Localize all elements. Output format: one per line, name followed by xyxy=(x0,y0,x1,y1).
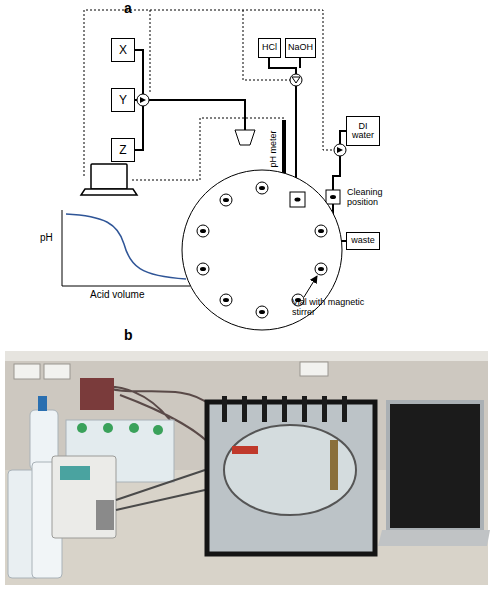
box-label: waste xyxy=(351,236,375,245)
control-wire xyxy=(243,10,290,80)
pump-symbol xyxy=(137,94,149,106)
box-label: X xyxy=(119,44,127,57)
box-label: DI water xyxy=(347,122,379,141)
vial xyxy=(220,294,232,306)
pump-symbol xyxy=(337,147,343,153)
tubing xyxy=(135,50,143,94)
panel-letter: a xyxy=(124,1,144,16)
valve-symbol xyxy=(290,74,302,86)
laptop-screen xyxy=(388,402,482,530)
tubing xyxy=(299,58,301,68)
box-label: Y xyxy=(119,94,127,107)
reagent-box: waste xyxy=(346,232,380,250)
annotation-label: pH meter xyxy=(269,124,279,174)
cable-bundle xyxy=(80,378,114,410)
reagent-box: NaOH xyxy=(285,38,316,58)
vial xyxy=(256,182,268,194)
stirrer-bar xyxy=(318,267,324,271)
reagent-box: DI water xyxy=(346,116,380,146)
pump-part xyxy=(232,446,258,454)
reagent-box: Y xyxy=(111,88,135,112)
setup-photograph xyxy=(5,351,490,585)
plot-axes xyxy=(62,210,190,286)
control-wire xyxy=(150,10,151,93)
laptop-base xyxy=(378,530,490,546)
post xyxy=(262,396,267,422)
panel-letter: b xyxy=(124,328,144,343)
pump-display xyxy=(60,466,90,480)
box-label: NaOH xyxy=(288,43,313,52)
carousel-plate xyxy=(224,425,356,515)
tubing xyxy=(269,58,296,74)
wall-socket xyxy=(44,364,70,379)
laptop-icon xyxy=(81,189,137,195)
tubing xyxy=(116,470,205,510)
wall-socket xyxy=(300,362,328,376)
vial xyxy=(220,194,232,206)
bottle-cap xyxy=(38,396,47,411)
bottle-cap xyxy=(103,423,113,433)
stirrer-bar xyxy=(259,310,265,314)
post xyxy=(282,396,287,422)
bottle-cap xyxy=(129,423,139,433)
vial-posts xyxy=(222,396,347,422)
titration-curve xyxy=(66,214,186,279)
bottle-cap xyxy=(153,425,163,435)
stirrer-bar xyxy=(318,229,324,233)
bottle-cap xyxy=(77,423,87,433)
stirrer-bar xyxy=(223,298,229,302)
box-label: HCl xyxy=(262,43,277,52)
peristaltic-pump xyxy=(52,456,116,538)
stirrer-bar xyxy=(295,198,301,202)
vial xyxy=(197,263,209,275)
reagent-box: Z xyxy=(111,138,135,162)
vial xyxy=(197,225,209,237)
tubing xyxy=(149,100,245,130)
vial xyxy=(256,306,268,318)
tubing xyxy=(135,106,143,150)
photo-wall xyxy=(5,351,488,585)
reagent-box: HCl xyxy=(258,38,281,58)
cleaning-station xyxy=(326,190,340,204)
stirrer-bar xyxy=(330,195,336,199)
stirrer-bar xyxy=(200,267,206,271)
post xyxy=(242,396,247,422)
photo-shelf xyxy=(5,351,488,361)
post xyxy=(302,396,307,422)
reagent-tubing xyxy=(135,50,245,150)
laptop-icon xyxy=(91,164,127,189)
stirrer-bar xyxy=(223,198,229,202)
funnel-symbol xyxy=(235,130,255,145)
pump-symbol xyxy=(140,97,146,103)
vial xyxy=(315,263,327,275)
annotation-label: Cleaning position xyxy=(347,188,392,208)
reagent-box: X xyxy=(111,38,135,62)
pump-head xyxy=(96,500,114,530)
leader-arrow xyxy=(304,276,317,297)
autosampler-frame xyxy=(207,402,375,554)
ph-electrode xyxy=(330,440,338,490)
active-vial xyxy=(290,192,305,207)
box-label: Z xyxy=(119,144,126,157)
annotation-label: Vial with magnetic stirrer xyxy=(292,298,366,318)
stirrer-bar xyxy=(200,229,206,233)
valve-symbol xyxy=(292,77,300,83)
tubing xyxy=(333,156,340,190)
stirrer-bar xyxy=(259,186,265,190)
wall-socket xyxy=(14,364,40,379)
annotation-label: pH xyxy=(40,232,60,243)
pump-symbol xyxy=(334,144,346,156)
vial xyxy=(315,225,327,237)
post xyxy=(222,396,227,422)
post xyxy=(322,396,327,422)
post xyxy=(342,396,347,422)
annotation-label: Acid volume xyxy=(90,289,170,300)
